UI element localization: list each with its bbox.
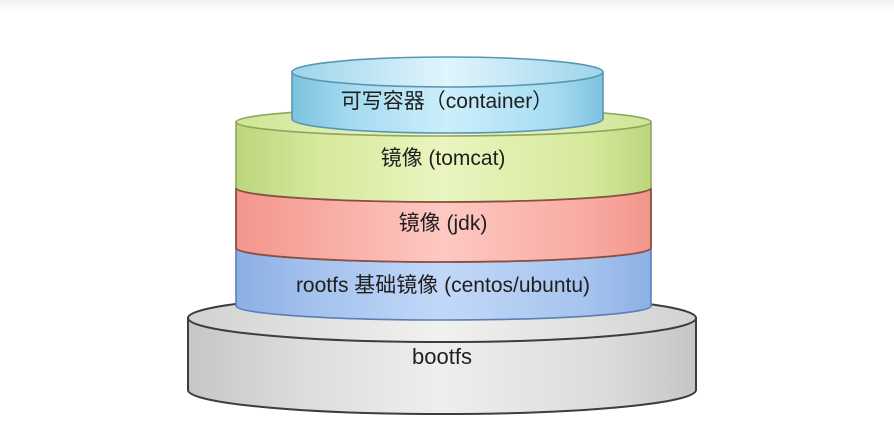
container-layer-cylinder bbox=[291, 56, 604, 134]
tomcat-layer-label: 镜像 (tomcat) bbox=[381, 147, 506, 170]
container-layer-label: 可写容器（container） bbox=[341, 90, 553, 113]
container-cylinder-body bbox=[291, 71, 604, 134]
bootfs-label: bootfs bbox=[412, 344, 472, 369]
jdk-image-layer bbox=[235, 187, 652, 263]
container-cylinder-top-face bbox=[291, 56, 604, 88]
rootfs-layer-label: rootfs 基础镜像 (centos/ubuntu) bbox=[296, 274, 590, 297]
jdk-layer-body bbox=[235, 187, 652, 263]
bootfs-cylinder-body bbox=[187, 317, 697, 415]
jdk-layer-label: 镜像 (jdk) bbox=[399, 212, 488, 235]
